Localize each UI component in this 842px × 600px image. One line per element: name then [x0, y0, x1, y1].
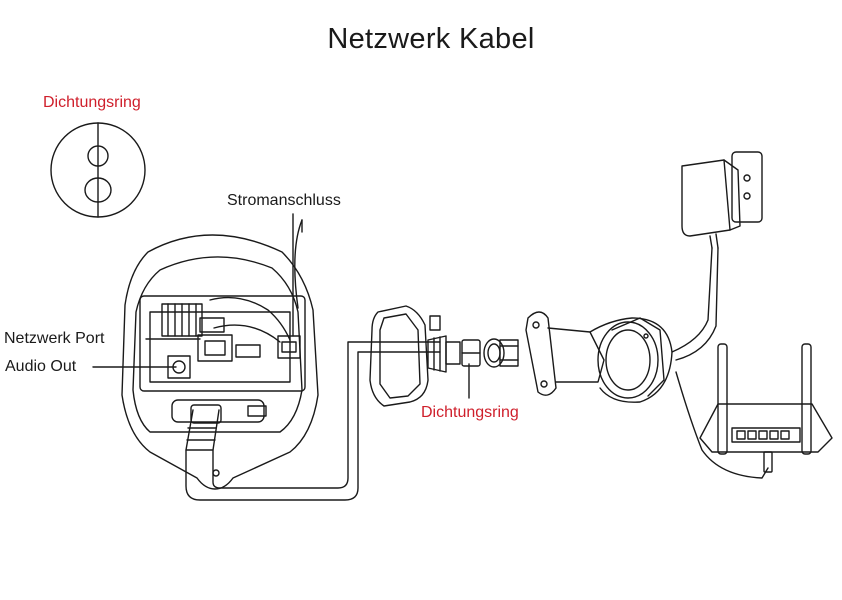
camera-housing-illustration: [121, 234, 319, 490]
power-cable-illustration: [301, 219, 719, 361]
router-illustration: [675, 343, 833, 479]
seal-ring-top-label: Dichtungsring: [43, 94, 141, 111]
leader-lines: [92, 213, 470, 399]
power-port-label: Stromanschluss: [227, 192, 341, 209]
bracket-illustration: [525, 311, 673, 403]
mount-assembly-illustration: [369, 305, 519, 407]
audio-out-label: Audio Out: [5, 358, 77, 375]
power-adapter-illustration: [681, 151, 763, 249]
seal-ring-bottom-label: Dichtungsring: [421, 404, 519, 421]
network-port-label: Netzwerk Port: [4, 330, 105, 347]
network-cable-illustration: [185, 219, 441, 501]
seal-ring-top-illustration: [50, 122, 146, 218]
page-title: Netzwerk Kabel: [327, 23, 535, 55]
